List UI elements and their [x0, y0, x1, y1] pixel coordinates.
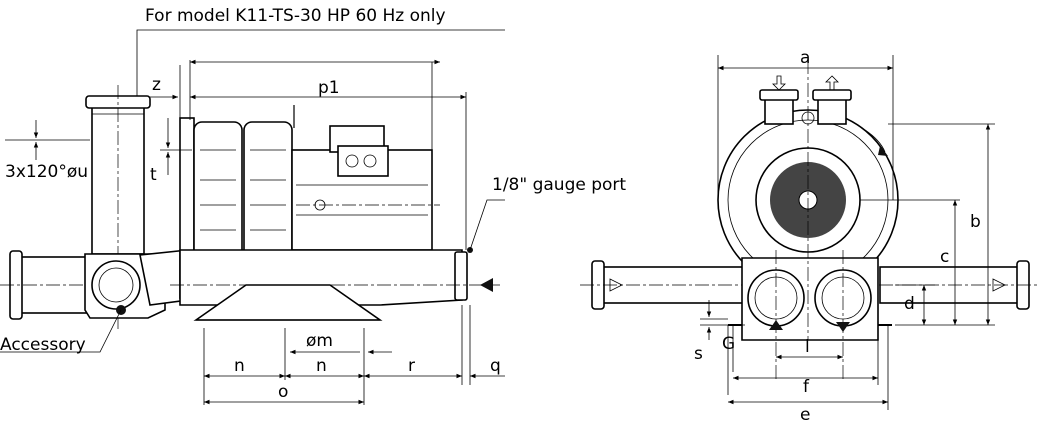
dim-d-label: d — [904, 294, 915, 314]
dim-n1-label: n — [234, 356, 245, 376]
thread-spec-label: 3x120°øu — [5, 162, 88, 182]
accessory-elbow — [84, 249, 189, 319]
dim-z-label: z — [152, 75, 161, 95]
dim-c-label: c — [940, 247, 949, 267]
dim-e-label: e — [800, 405, 810, 425]
gauge-port-label: 1/8" gauge port — [492, 175, 626, 195]
dim-q-label: q — [490, 356, 501, 376]
dim-om-label: øm — [306, 331, 333, 351]
model-note: For model K11-TS-30 HP 60 Hz only — [145, 6, 446, 26]
dim-p1-label: p1 — [318, 78, 340, 98]
dim-f-label: f — [803, 377, 810, 397]
dim-n2-label: n — [316, 356, 327, 376]
dim-a-label: a — [800, 48, 810, 68]
inlet-pipe — [85, 85, 151, 330]
dim-b-label: b — [970, 212, 981, 232]
dim-o-label: o — [278, 382, 288, 402]
side-view: For model K11-TS-30 HP 60 Hz only — [0, 6, 626, 405]
dim-G-label: G — [722, 334, 735, 354]
dim-t-label: t — [150, 165, 157, 185]
base-silencer — [170, 249, 500, 321]
dim-l-label: l — [805, 337, 810, 357]
outlet-flanges — [728, 60, 892, 380]
front-view: a b c d s G l f e — [580, 48, 1037, 425]
accessory-label: Accessory — [0, 335, 86, 355]
dim-r-label: r — [408, 356, 415, 376]
motor — [291, 125, 440, 251]
dim-s-label: s — [694, 344, 703, 364]
